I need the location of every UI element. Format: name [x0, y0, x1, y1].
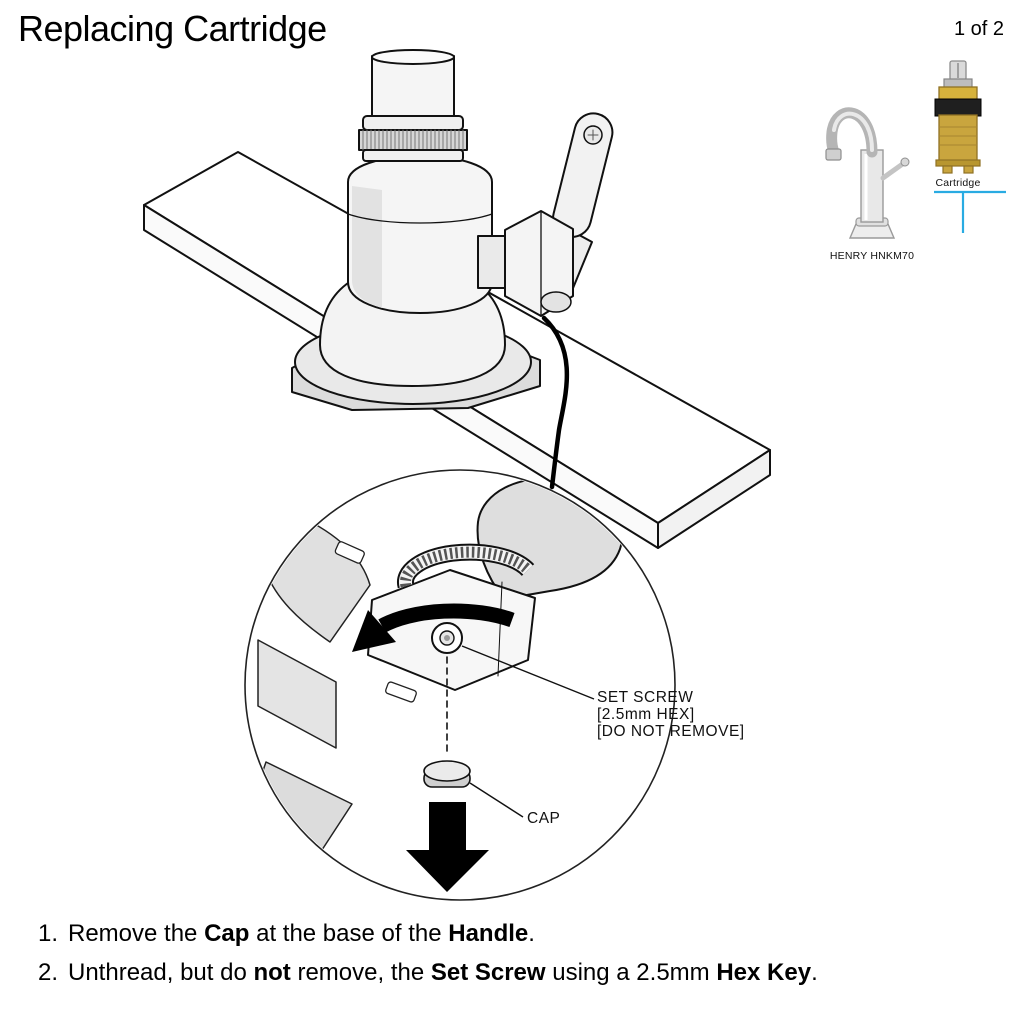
- cap-part: [423, 760, 471, 788]
- instruction-steps: 1. Remove the Cap at the base of the Han…: [20, 914, 1000, 992]
- pipe-flange-upper: [362, 115, 464, 131]
- detail-leader-curve: [541, 315, 570, 490]
- pipe-flange-lower: [362, 149, 464, 162]
- cartridge-pointer-line: [934, 190, 1006, 233]
- reference-faucet: HENRY HNKM70: [825, 107, 914, 262]
- cartridge-brass-body: [938, 114, 978, 164]
- set-screw-leader: [461, 645, 595, 700]
- magnified-knurl: [397, 543, 535, 589]
- aerator-tip: [825, 148, 842, 161]
- step-2-text: Unthread, but do not remove, the Set Scr…: [68, 953, 818, 992]
- page-indicator: 1 of 2: [953, 18, 1004, 40]
- reference-faucet-label: HENRY HNKM70: [830, 250, 914, 262]
- cap-label: CAP: [527, 810, 560, 827]
- handle-joint: [540, 291, 572, 313]
- set-screw: [431, 622, 463, 654]
- escutcheon-mid: [257, 639, 337, 749]
- reference-cartridge: Cartridge: [934, 60, 1006, 233]
- body-shading: [352, 186, 382, 308]
- reference-cartridge-label: Cartridge: [936, 177, 981, 189]
- cap-leader: [469, 782, 524, 818]
- reference-handle-lever: [880, 160, 907, 181]
- step-2-part: using a 2.5mm: [545, 959, 717, 986]
- riser-pipe: [371, 55, 455, 119]
- remove-direction-arrow: [406, 802, 489, 892]
- retainer-clip-lower: [385, 681, 417, 703]
- step-1-part: Remove the: [68, 920, 205, 947]
- step-1-number: 1.: [37, 920, 58, 947]
- step-2-part: Unthread, but do: [68, 959, 254, 986]
- set-screw-label-line3: [DO NOT REMOVE]: [597, 723, 745, 740]
- step-1-part: .: [528, 920, 535, 947]
- step-1-text: Remove the Cap at the base of the Handle…: [68, 914, 535, 953]
- step-2-part: remove, the: [290, 959, 431, 986]
- step-1: 1. Remove the Cap at the base of the Han…: [20, 914, 1000, 953]
- detail-view: [244, 469, 676, 901]
- set-screw-label-line1: SET SCREW: [597, 689, 693, 706]
- pipe-top-edge: [371, 49, 455, 65]
- step-2-part-bold: Hex Key: [716, 959, 812, 986]
- step-2-part: .: [811, 959, 818, 986]
- faucet-illustration: [291, 49, 614, 490]
- cartridge-seal-band: [934, 98, 982, 117]
- step-2-part-bold: not: [253, 959, 291, 986]
- rotation-arrow: [352, 603, 515, 652]
- set-screw-label-line2: [2.5mm HEX]: [597, 706, 695, 723]
- body-seam: [347, 213, 493, 224]
- handle-screw-mark: [587, 129, 599, 141]
- step-1-part-bold: Cap: [204, 920, 250, 947]
- knurled-ring: [358, 129, 468, 151]
- page-title: Replacing Cartridge: [18, 8, 327, 49]
- step-2-part-bold: Set Screw: [430, 959, 546, 986]
- step-2: 2. Unthread, but do not remove, the Set …: [20, 953, 1000, 992]
- step-1-part: at the base of the: [249, 920, 449, 947]
- step-1-part-bold: Handle: [448, 920, 529, 947]
- step-2-number: 2.: [37, 959, 58, 986]
- retainer-clip-upper: [334, 541, 365, 564]
